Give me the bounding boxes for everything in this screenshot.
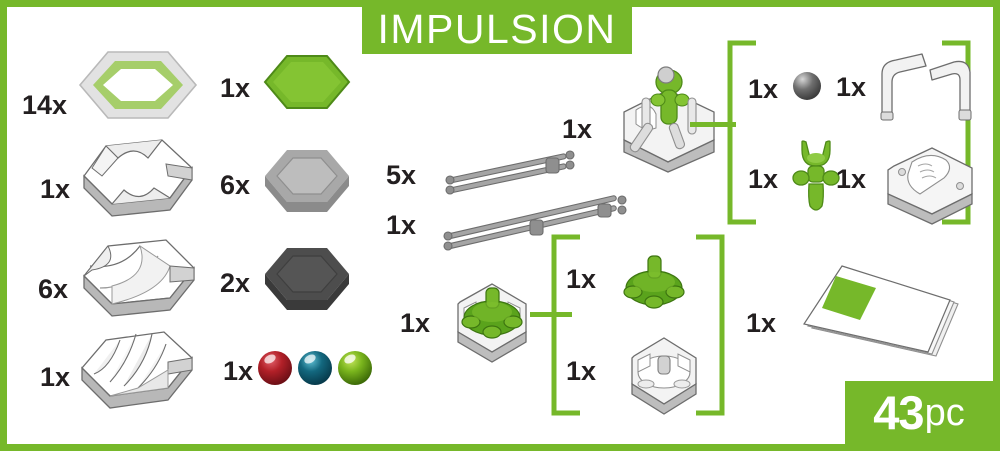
base-plate-hex-icon — [78, 50, 198, 120]
marbles-icon — [257, 344, 377, 390]
qty-long-rail: 1x — [386, 210, 417, 240]
white-limbs-part-icon — [874, 48, 978, 124]
item-short-rail: 5x — [386, 150, 618, 202]
spinner-parts-bracket — [548, 234, 728, 416]
page-title: IMPULSION — [377, 6, 617, 52]
connector-launcher — [690, 122, 736, 127]
launcher-parts-bracket — [722, 40, 976, 225]
qty-instruction-manual: 1x — [746, 308, 777, 338]
dark-hex-tile-icon — [263, 240, 355, 316]
splitter-tile-icon — [76, 326, 196, 414]
item-spinner-assembly: 1x — [398, 270, 548, 370]
connector-spinner — [530, 312, 572, 317]
qty-launcher-base-part: 1x — [836, 164, 867, 194]
qty-spinner-base-part: 1x — [566, 356, 597, 386]
product-title-banner: IMPULSION — [362, 5, 632, 54]
item-catcher-tile: 1x — [0, 128, 210, 228]
qty-short-rail: 5x — [386, 160, 417, 190]
qty-ball-head-part: 1x — [748, 74, 779, 104]
spinner-base-part-icon — [610, 330, 714, 415]
frame-border-top — [0, 0, 1000, 7]
qty-impulse-launcher: 1x — [562, 114, 593, 144]
qty-green-torso-part: 1x — [748, 164, 779, 194]
impulse-launcher-icon — [606, 62, 726, 173]
piece-count-unit: pc — [924, 391, 965, 434]
qty-splitter-tile: 1x — [40, 362, 71, 392]
item-green-spinner-top-part: 1x — [560, 248, 720, 318]
gray-hex-tile-icon — [263, 142, 355, 218]
curve-tile-icon — [78, 236, 198, 324]
green-hex-tile-icon — [263, 48, 353, 118]
qty-white-limbs-part: 1x — [836, 72, 867, 102]
frame-border-right — [993, 0, 1000, 451]
qty-catcher-tile: 1x — [40, 174, 71, 204]
item-instruction-manual: 1x — [744, 262, 974, 372]
item-gray-hex-tile: 6x — [205, 140, 380, 230]
item-green-hex-tile: 1x — [205, 42, 380, 132]
green-spinner-top-part-icon — [610, 248, 700, 314]
qty-spinner-assembly: 1x — [400, 308, 431, 338]
green-torso-part-icon — [788, 140, 848, 216]
long-rail-icon — [438, 195, 628, 254]
item-base-plate-hex: 14x — [0, 30, 210, 130]
qty-dark-hex-tile: 2x — [220, 268, 251, 298]
piece-count-badge: 43 pc — [845, 381, 993, 444]
ball-head-part-icon — [790, 68, 830, 108]
qty-green-spinner-top-part: 1x — [566, 264, 597, 294]
item-dark-hex-tile: 2x — [205, 238, 380, 328]
short-rail-icon — [438, 150, 618, 200]
item-long-rail: 1x — [386, 195, 628, 258]
launcher-base-part-icon — [874, 138, 978, 225]
qty-marble-set: 1x — [223, 356, 254, 386]
item-launcher-base-part: 1x — [832, 136, 978, 225]
item-marble-set: 1x — [205, 332, 380, 412]
qty-curve-tile: 6x — [38, 274, 69, 304]
catcher-tile-icon — [78, 134, 198, 224]
qty-base-plate-hex: 14x — [22, 90, 68, 120]
item-curve-tile: 6x — [0, 228, 210, 328]
spinner-assembly-icon — [438, 274, 548, 366]
item-ball-head-part: 1x — [744, 62, 854, 122]
instruction-manual-icon — [790, 262, 970, 370]
item-spinner-base-part: 1x — [560, 330, 720, 420]
qty-green-hex-tile: 1x — [220, 73, 251, 103]
frame-border-left — [0, 0, 7, 451]
qty-gray-hex-tile: 6x — [220, 170, 251, 200]
item-green-torso-part: 1x — [744, 140, 854, 220]
item-impulse-launcher: 1x — [560, 62, 720, 173]
piece-count-number: 43 — [873, 386, 924, 439]
item-splitter-tile: 1x — [0, 322, 210, 422]
frame-border-bottom — [0, 444, 1000, 451]
item-white-limbs-part: 1x — [832, 48, 977, 126]
